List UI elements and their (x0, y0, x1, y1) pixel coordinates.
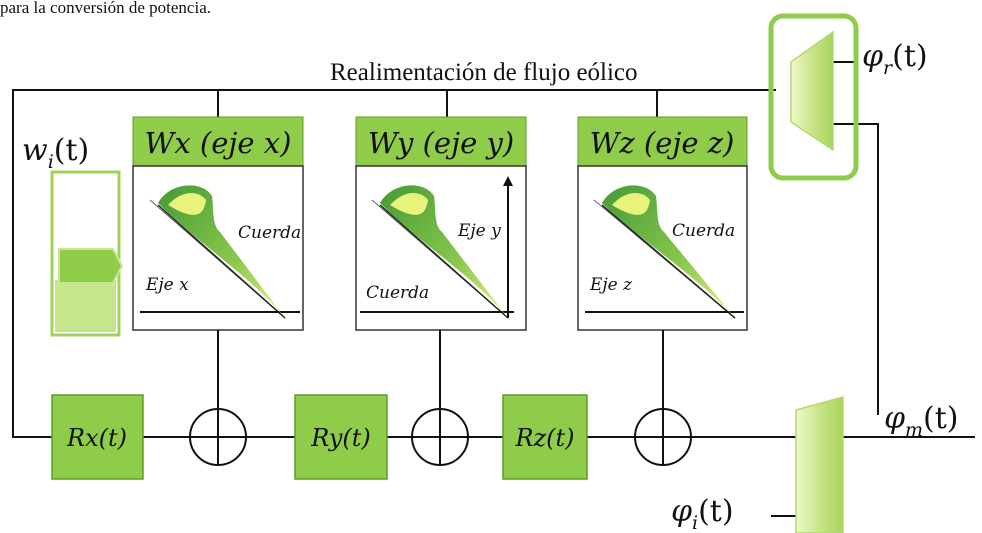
svg-text:Wx (eje x): Wx (eje x) (145, 126, 292, 160)
rotation-block-rz: Rz(t) (502, 394, 588, 480)
svg-text:Wz (eje z): Wz (eje z) (590, 126, 735, 160)
blade-panel-z: Wz (eje z) Cuerda Eje z (577, 116, 748, 331)
svg-text:Eje y: Eje y (457, 221, 501, 241)
svg-text:Eje z: Eje z (589, 275, 633, 295)
sum-junction-3 (634, 408, 692, 466)
blade-panel-y: Wy (eje y) Eje y Cuerda (355, 116, 527, 331)
wind-input-arrow-icon (58, 248, 124, 284)
header-fragment: para la conversión de potencia. (0, 0, 211, 17)
rotation-block-ry: Ry(t) (294, 394, 388, 480)
bottom-chain-wires (143, 436, 975, 517)
phi-i-signal: φi(t) (671, 494, 734, 533)
y-axis-arrow-icon (503, 176, 513, 186)
blade-panel-x: Wx (eje x) Cuerda Eje x (132, 116, 304, 331)
svg-text:Cuerda: Cuerda (366, 283, 429, 303)
feedback-wires (12, 61, 879, 438)
sum-junction-1 (189, 408, 247, 466)
output-selector (795, 396, 844, 533)
svg-text:Ry(t): Ry(t) (310, 424, 371, 452)
svg-text:Rx(t): Rx(t) (66, 424, 127, 452)
svg-text:Cuerda: Cuerda (238, 223, 301, 243)
rotation-block-rx: Rx(t) (51, 394, 144, 480)
wind-input-bar (50, 170, 124, 337)
svg-text:Rz(t): Rz(t) (514, 424, 574, 452)
feedback-output-selector (768, 13, 859, 181)
svg-text:Eje x: Eje x (145, 275, 189, 295)
feedback-label: Realimentación de flujo eólico (330, 59, 638, 86)
svg-text:Cuerda: Cuerda (672, 221, 735, 241)
w-i-signal: wi(t) (22, 133, 89, 173)
panel-to-sum-wires (217, 330, 664, 410)
phi-m-signal: φm(t) (884, 401, 959, 441)
phi-r-signal: φr(t) (862, 39, 928, 79)
sum-junction-2 (411, 408, 469, 466)
svg-text:Wy (eje y): Wy (eje y) (368, 126, 514, 160)
